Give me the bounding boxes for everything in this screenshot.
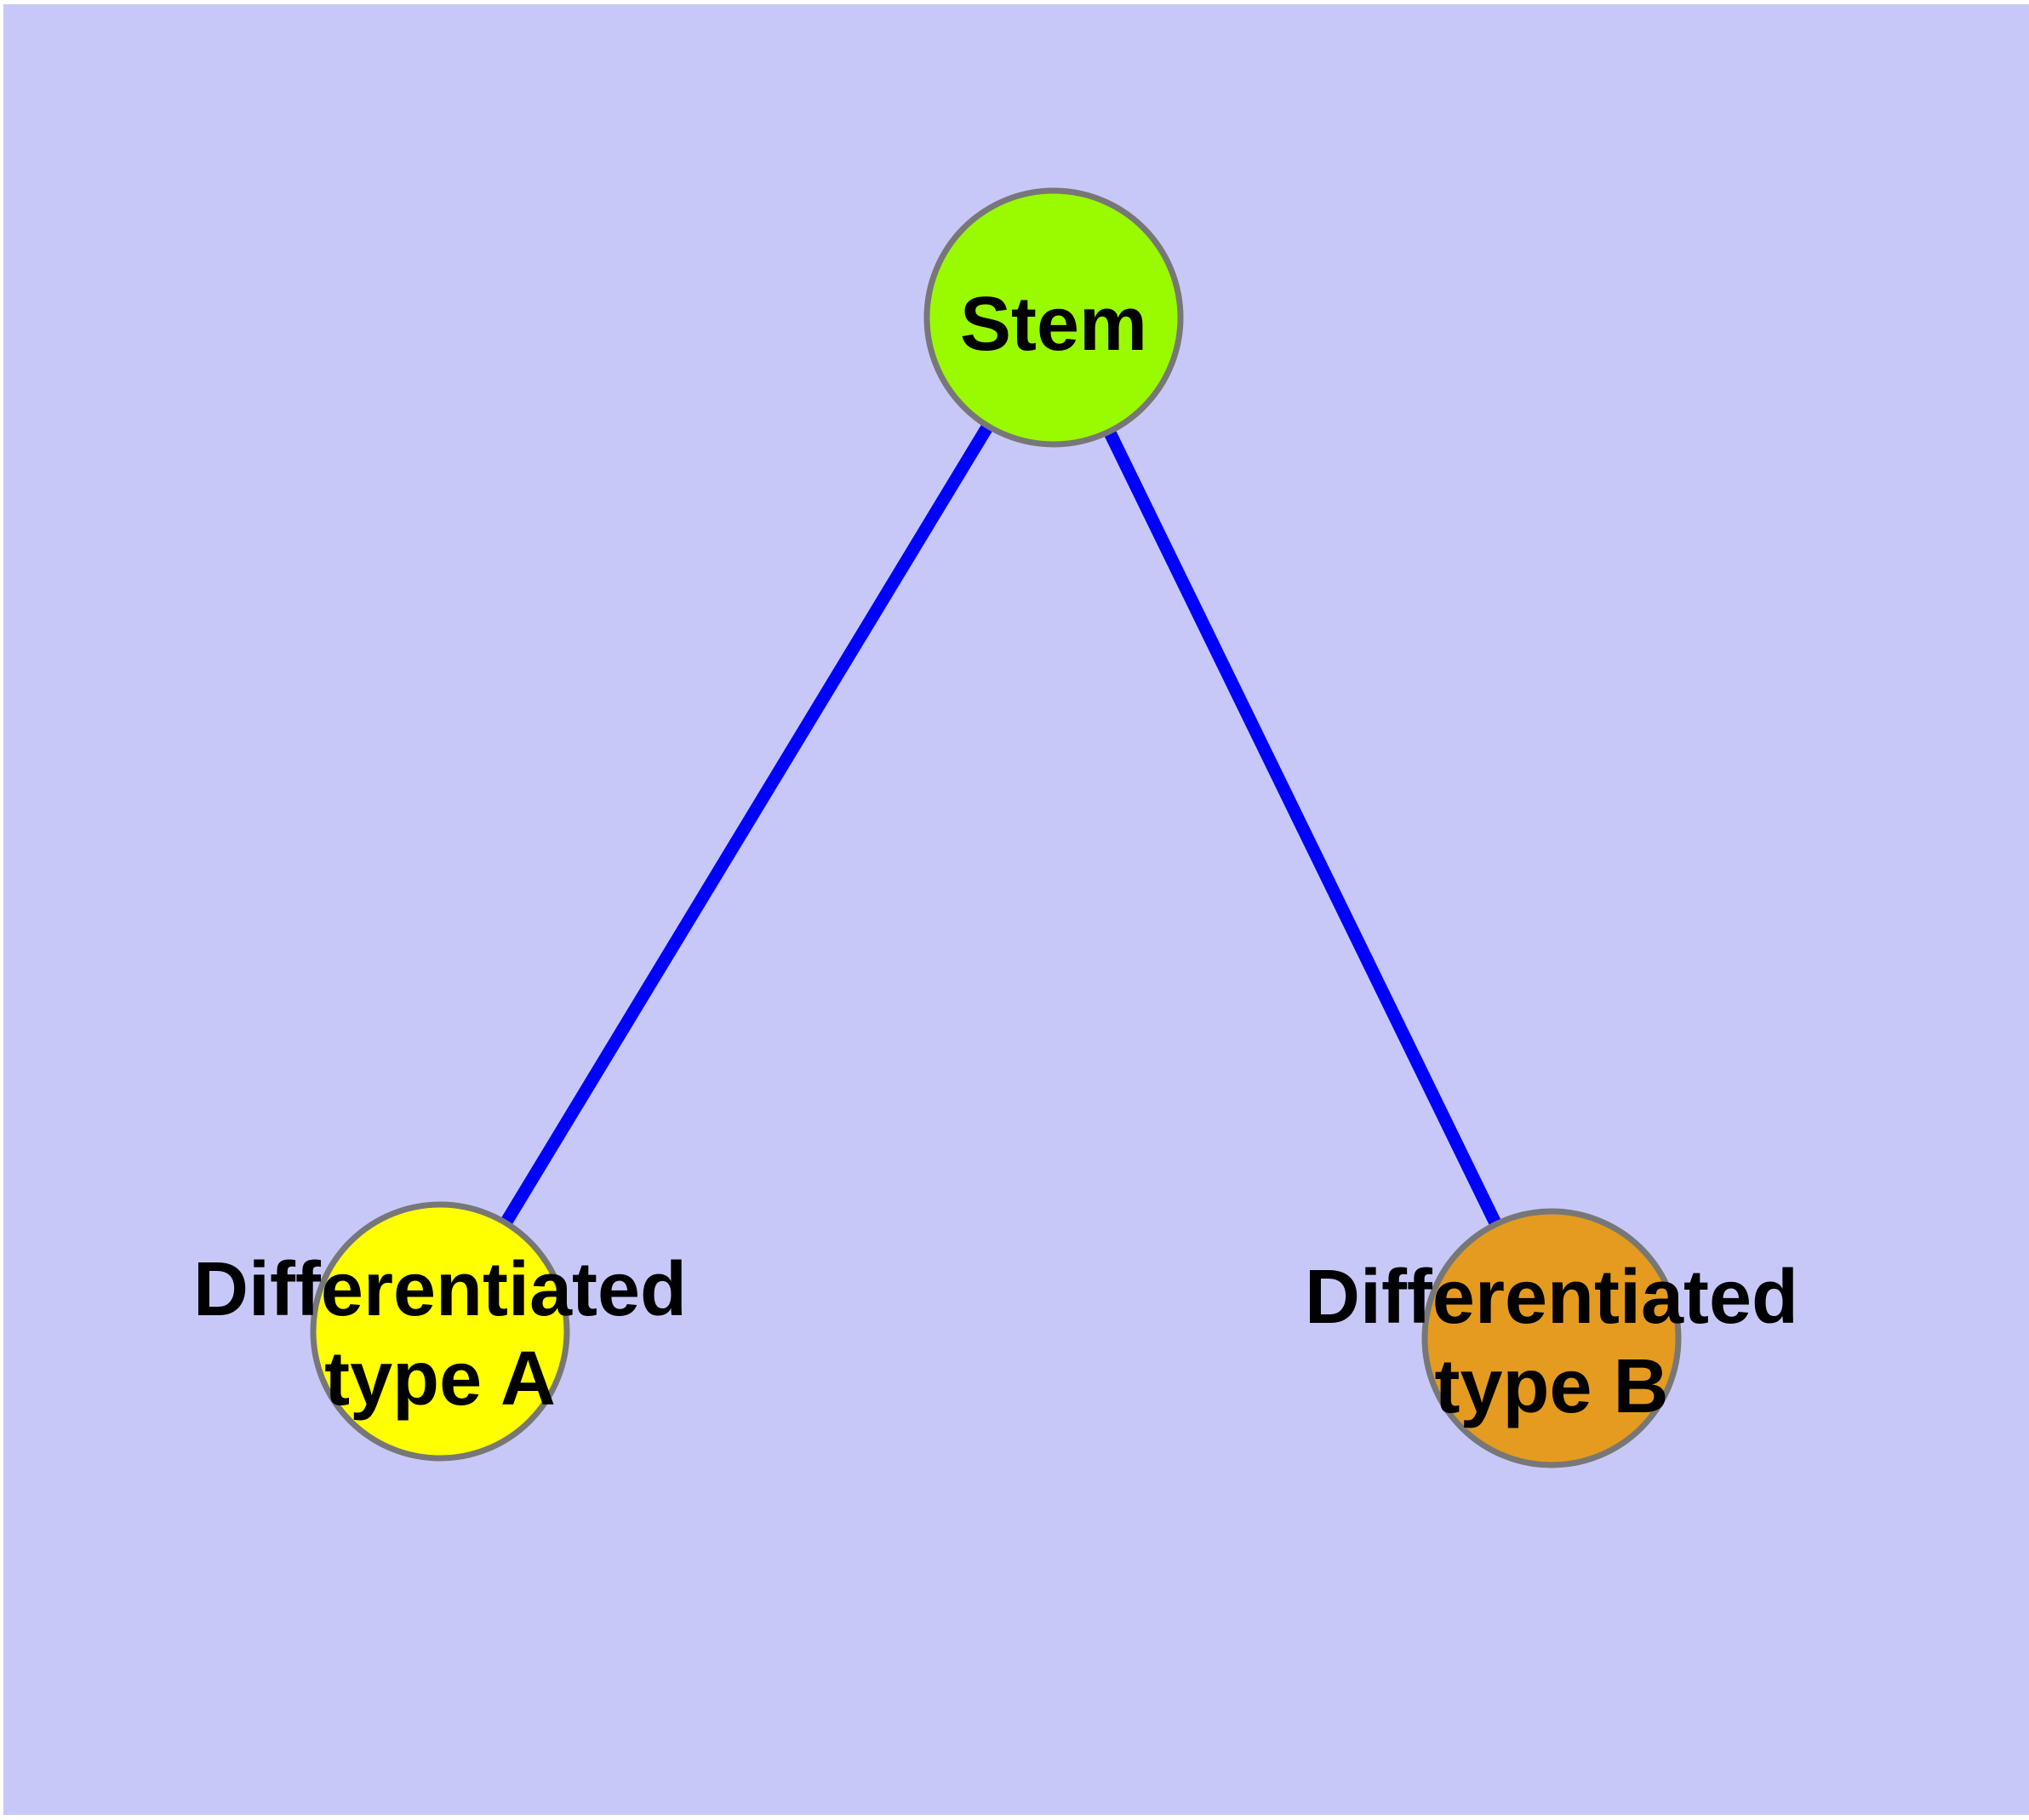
node-type-a	[310, 1201, 570, 1462]
node-type-a-label-line-2: type A	[324, 1336, 556, 1422]
node-type-b-label-line-2: type B	[1434, 1344, 1668, 1429]
node-type-b-label-line-1: Differentiated	[1305, 1255, 1798, 1340]
edge-stem-to-type-b	[1048, 314, 1557, 1342]
node-stem	[923, 187, 1184, 448]
node-type-a-label-line-1: Differentiated	[193, 1247, 687, 1332]
node-stem-label: Stem	[960, 282, 1147, 367]
edge-stem-to-type-a	[434, 314, 1060, 1335]
node-type-b	[1421, 1208, 1682, 1468]
